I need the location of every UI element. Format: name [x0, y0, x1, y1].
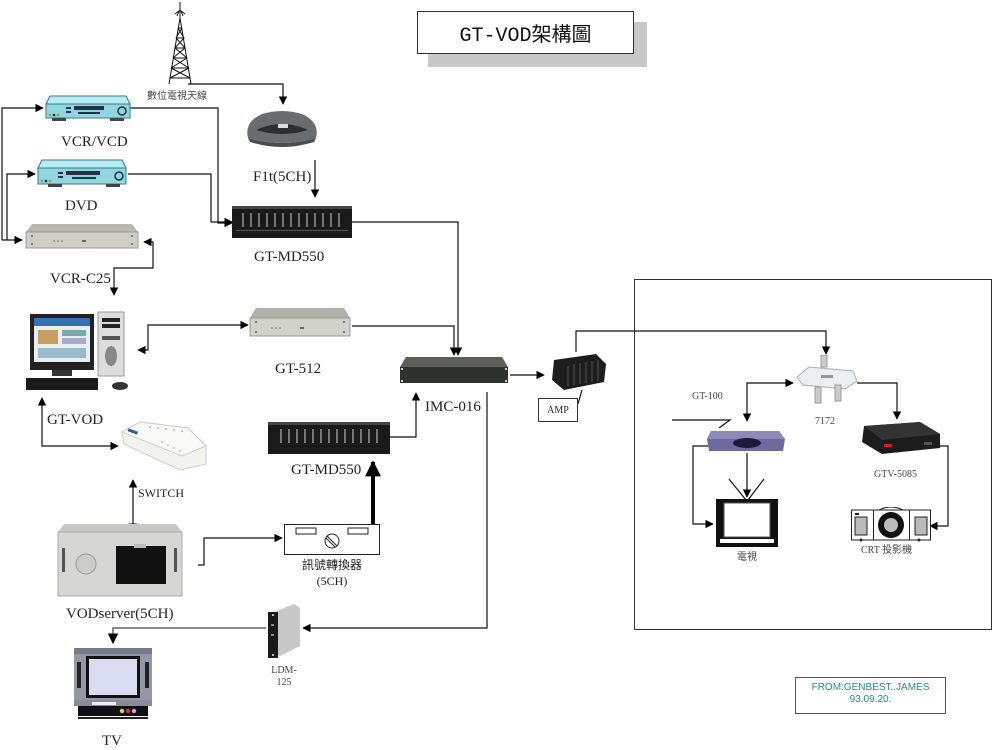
amp-label: AMP: [538, 398, 578, 422]
line-pc-gt512: [137, 320, 249, 355]
line-bus-vcr: [1, 103, 44, 240]
line-gt512-imc: [352, 325, 459, 356]
signal-converter-icon: [284, 524, 380, 555]
gt-vod-label: GT-VOD: [47, 412, 104, 428]
vcr-c25-label: VCR-C25: [50, 271, 111, 287]
set-top-box-icon: [707, 431, 785, 451]
dvd-label: DVD: [65, 198, 98, 214]
network-switch-icon: [120, 421, 207, 471]
rack-unit-icon: [249, 308, 351, 337]
splitter-icon: [796, 355, 858, 404]
antenna-label: 數位電視天線: [147, 91, 207, 102]
server-chassis-icon: [57, 524, 183, 597]
ldm-125-sublabel: 125: [276, 677, 292, 688]
vcr-player-icon: [45, 95, 131, 121]
splitter-7172-label: 7172: [815, 416, 835, 427]
converter-label: 訊號轉換器: [301, 558, 362, 572]
satellite-receiver-icon: [247, 111, 317, 147]
tv-antenna-left: [728, 478, 747, 501]
tv-antenna-right: [747, 478, 765, 501]
crt-projector-icon: [851, 507, 931, 542]
gtv-5085-label: GTV-5085: [874, 469, 917, 480]
line-gtv-crt: [929, 445, 949, 531]
line-amp-7172: [575, 330, 831, 355]
converter-sublabel: (5CH): [316, 574, 348, 588]
amp-leader: [577, 389, 583, 405]
line-c25-pc: [109, 237, 154, 296]
line-dvd-md550: [128, 173, 233, 227]
tv-monitor-icon: [74, 648, 152, 719]
fiber-module-icon: [268, 604, 300, 658]
line-server-converter: [198, 533, 283, 566]
imc-016-label: IMC-016: [425, 399, 481, 415]
rack-unit-icon: [25, 224, 139, 249]
combiner-rack-icon: [400, 357, 508, 383]
tv-room-label: 電視: [737, 552, 757, 563]
credit-author: FROM:GENBEST..JAMES: [811, 682, 930, 693]
line-7172-gtv: [857, 382, 902, 420]
line-gt100-tvroom-side: [692, 445, 714, 529]
subscriber-room-frame: [634, 279, 992, 630]
line-ldm-tv: [107, 627, 266, 645]
antenna-tower-icon: [168, 2, 192, 85]
crt-tv-icon: [716, 499, 778, 547]
line-bus-dvd: [6, 169, 36, 240]
flt-label: F1t(5CH): [253, 169, 312, 185]
tv-label: TV: [102, 733, 122, 749]
line-md550-imc: [352, 221, 463, 356]
dvd-player-icon: [37, 159, 127, 187]
gt-100-label: GT-100: [692, 391, 723, 402]
gt-512-label: GT-512: [275, 361, 322, 377]
set-top-box-icon: [862, 422, 940, 454]
ldm-125-label: LDM-: [271, 665, 297, 676]
credit-box: FROM:GENBEST..JAMES 93.09.20.: [795, 677, 946, 714]
switch-label: SWITCH: [138, 486, 184, 500]
line-vcr-md550: [130, 107, 233, 228]
gt-md550-bottom-label: GT-MD550: [291, 462, 362, 478]
modulator-rack-icon: [268, 422, 390, 454]
amplifier-icon: [552, 354, 606, 390]
crt-projector-label: CRT 投影機: [861, 545, 913, 556]
line-7172-gt100: [742, 378, 794, 422]
page-title: GT-VOD架構圖: [417, 11, 634, 54]
vcr-vcd-label: VCR/VCD: [61, 134, 128, 150]
desktop-computer-icon: [26, 311, 128, 390]
line-antenna-flt: [188, 83, 288, 105]
gt100-leader: [672, 419, 732, 429]
credit-date: 93.09.20.: [849, 694, 892, 705]
modulator-rack-icon: [232, 206, 352, 238]
line-pc-switch: [37, 397, 119, 451]
line-imc-ldm: [302, 392, 488, 633]
vod-server-label: VODserver(5CH): [66, 606, 174, 622]
gt-md550-top-label: GT-MD550: [254, 249, 325, 265]
line-md550b-imc: [390, 392, 421, 438]
